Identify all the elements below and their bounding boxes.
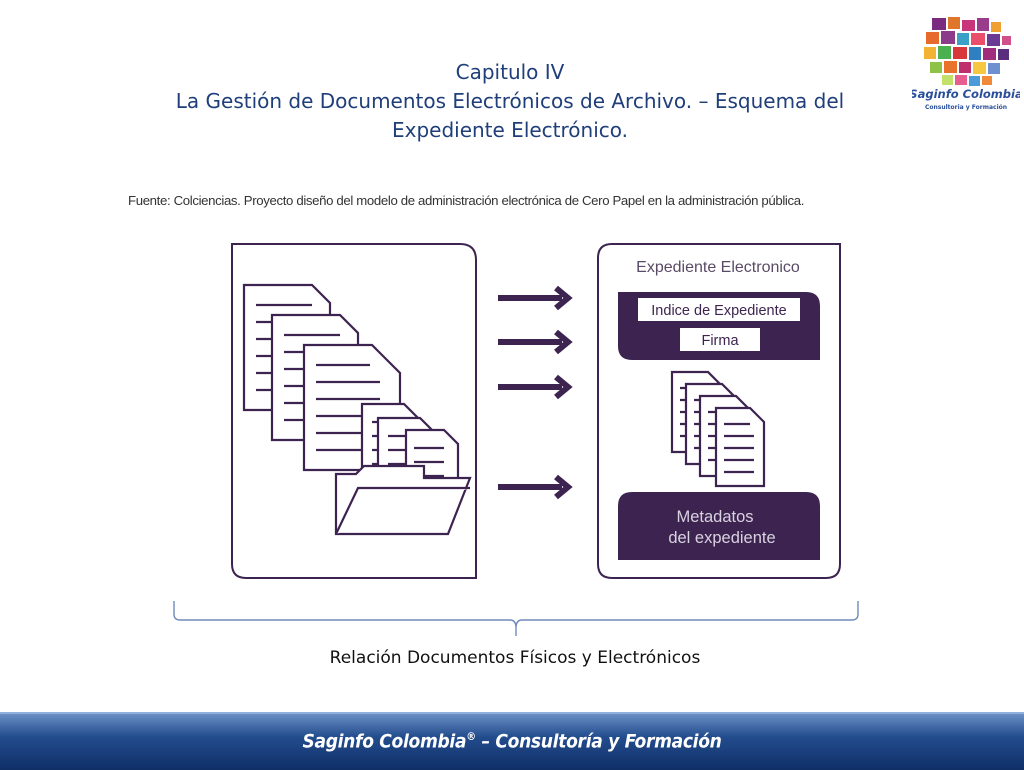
arrow-icon-2: [498, 329, 573, 355]
document-stack-icon: [242, 283, 402, 472]
slide-title: Capitulo IV La Gestión de Documentos Ele…: [110, 58, 910, 145]
index-label-box: [638, 298, 800, 321]
source-note: Fuente: Colciencias. Proyecto diseño del…: [128, 193, 805, 208]
arrow-icon-1: [498, 285, 573, 311]
electronic-documents-icon: [670, 370, 766, 488]
transfer-arrows: [498, 285, 573, 500]
signature-label-box: [680, 328, 760, 351]
folder-icon: [334, 402, 472, 536]
grouping-brace: [173, 601, 859, 636]
metadata-line-1: Metadatos: [676, 508, 753, 526]
title-line-1: Capitulo IV: [455, 60, 565, 84]
logo-tagline: Consultoria y Formación: [925, 104, 1007, 111]
footer-separator: –: [475, 730, 496, 753]
expediente-title: Expediente Electronico: [636, 259, 800, 276]
physical-documents-panel: [231, 243, 477, 579]
footer-text: Saginfo Colombia® – Consultoría y Formac…: [0, 730, 1024, 752]
footer-tagline: Consultoría y Formación: [495, 730, 722, 753]
title-line-3: Expediente Electrónico.: [391, 118, 629, 142]
index-label: Indice de Expediente: [651, 303, 786, 319]
metadata-line-2: del expediente: [668, 529, 775, 547]
metadata-block: [618, 492, 820, 560]
logo-mosaic-icon: [924, 17, 1011, 86]
logo-name: Saginfo Colombia: [912, 87, 1020, 101]
arrow-icon-4: [498, 474, 573, 500]
saginfo-logo: Saginfo Colombia Consultoria y Formación: [912, 12, 1020, 130]
footer-bar: Saginfo Colombia® – Consultoría y Formac…: [0, 712, 1024, 770]
arrow-icon-3: [498, 374, 573, 400]
signature-label: Firma: [701, 333, 739, 349]
electronic-file-panel: [597, 243, 841, 579]
footer-brand: Saginfo Colombia: [302, 730, 467, 753]
registered-mark: ®: [466, 730, 476, 743]
title-line-2: La Gestión de Documentos Electrónicos de…: [175, 89, 845, 113]
relation-caption: Relación Documentos Físicos y Electrónic…: [329, 648, 701, 668]
